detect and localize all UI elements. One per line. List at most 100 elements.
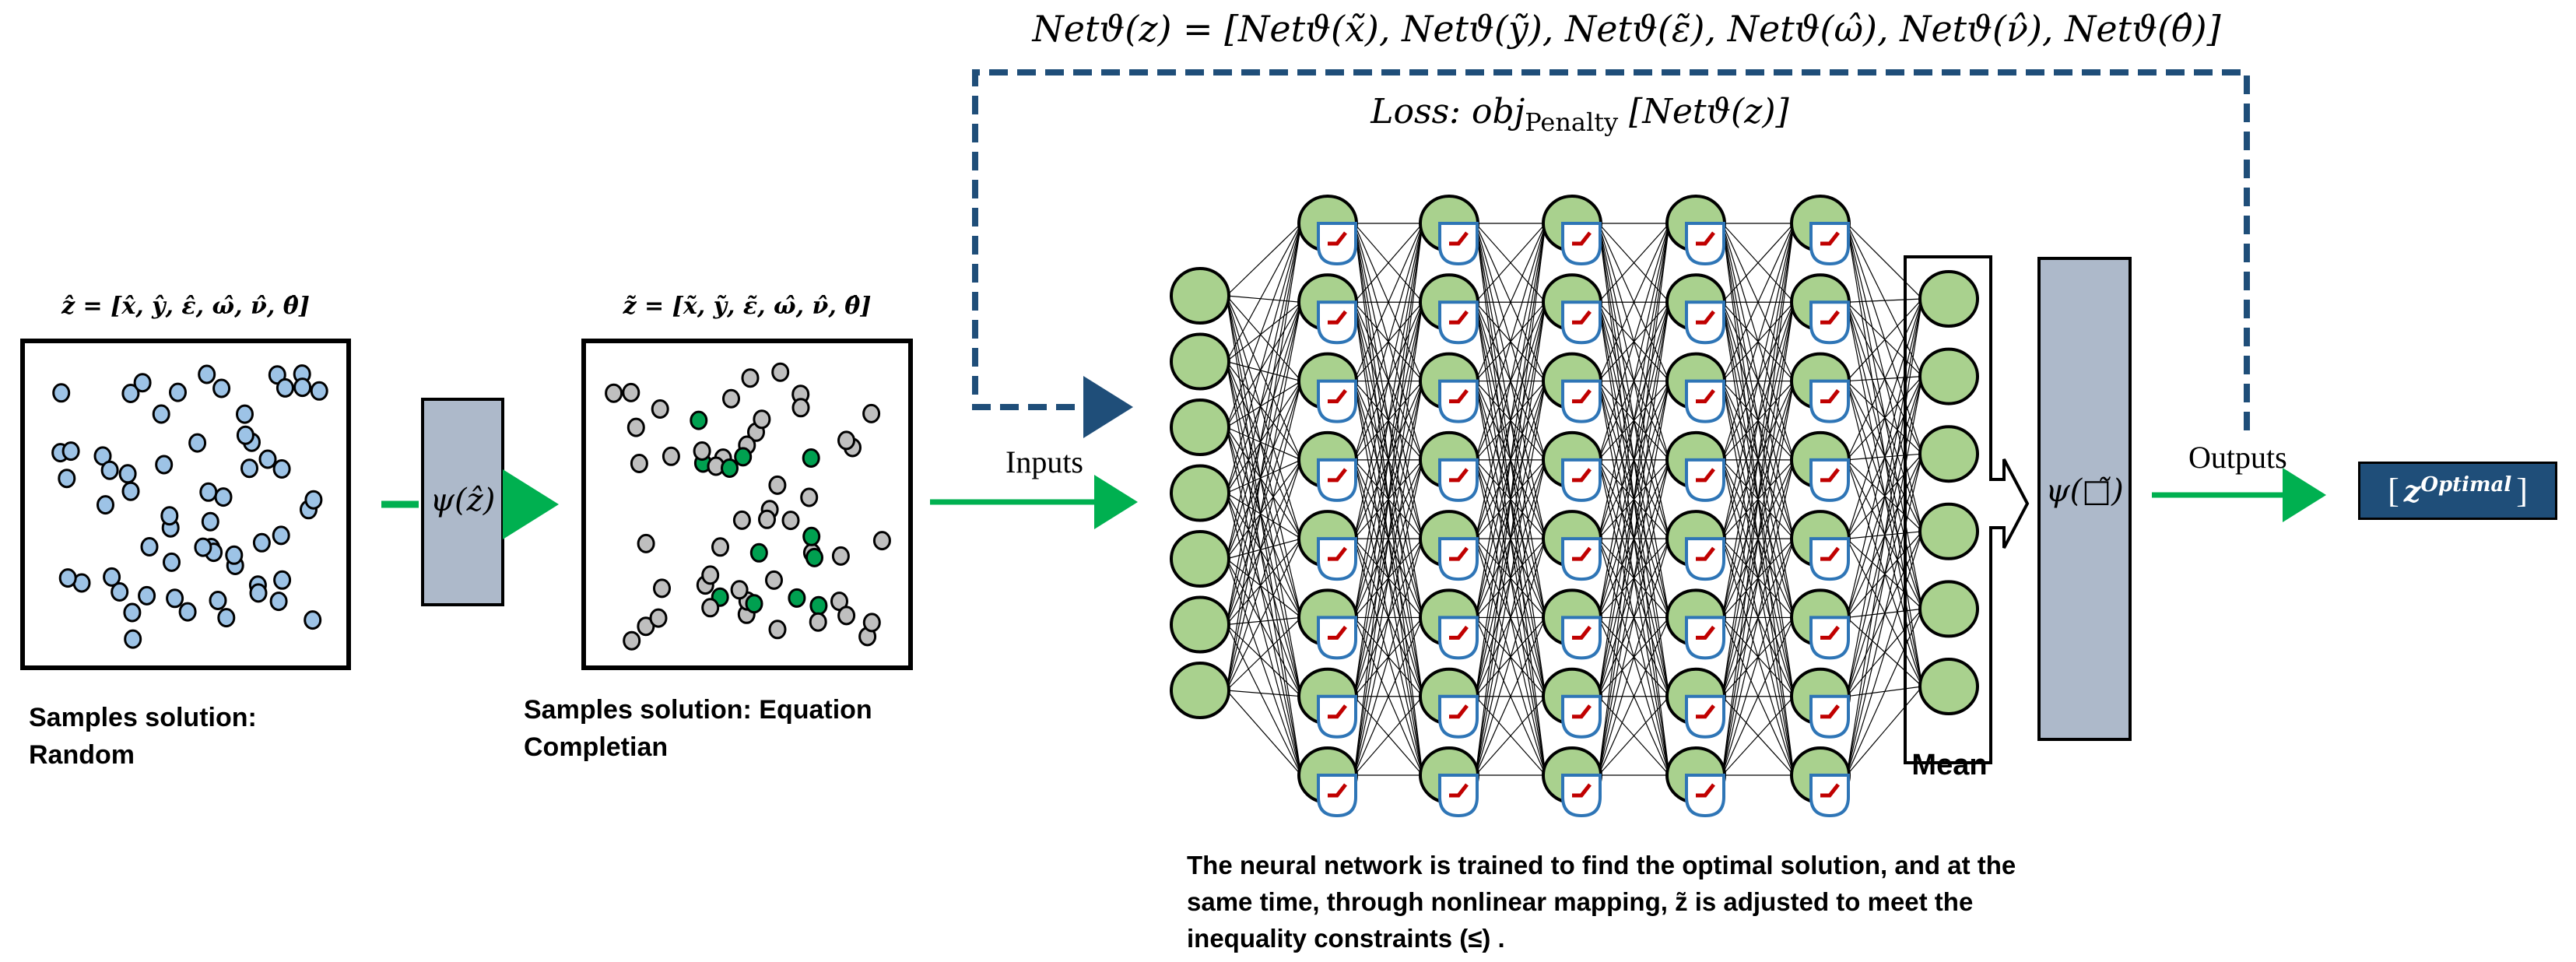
relu-curve: [1328, 310, 1347, 325]
connection-line: [1721, 302, 1795, 776]
hidden-neuron: [1297, 667, 1358, 739]
relu-curve: [1449, 389, 1469, 404]
connection-line: [1846, 454, 1923, 776]
feasible-sample-dot: [690, 410, 708, 430]
sample-dot: [163, 552, 181, 572]
connection-line: [1846, 609, 1923, 776]
outputs-label: Outputs: [2188, 440, 2287, 475]
relu-curve: [1820, 546, 1840, 561]
connection-line: [1846, 298, 1923, 697]
psi-tilde-label: ψ(□̃): [2045, 473, 2124, 509]
hidden-neuron: [1790, 352, 1851, 423]
connection-line: [1721, 223, 1795, 303]
sample-dot: [269, 592, 288, 612]
connection-line: [1226, 538, 1302, 625]
connection-line: [1598, 223, 1670, 303]
connection-line: [1226, 361, 1302, 697]
description-line1: The neural network is trained to find th…: [1187, 851, 2016, 879]
input-neuron: [1170, 530, 1230, 588]
sample-dot: [188, 433, 207, 453]
optimal-variable: zOptimal: [2404, 473, 2512, 509]
mean-bracket-arrow: [1904, 255, 2030, 764]
sample-dot: [152, 404, 170, 424]
completed-samples-dots: [605, 362, 891, 651]
network-output-formula: Netϑ(z) = [Netϑ(x̃), Netϑ(ỹ), Netϑ(ε̃),…: [1032, 8, 2221, 50]
hidden-neuron: [1297, 746, 1358, 818]
output-neuron: [1918, 347, 1979, 406]
sample-dot: [194, 537, 212, 557]
connection-line: [1226, 427, 1302, 776]
connection-line: [1226, 302, 1302, 560]
connection-line: [1353, 223, 1423, 618]
sample-dot: [111, 582, 129, 602]
loss-suffix: [Netϑ(z)]: [1618, 92, 1789, 132]
hidden-neuron: [1790, 195, 1851, 266]
sample-dot: [732, 510, 751, 530]
description-line3: inequality constraints (≤) .: [1187, 924, 1505, 953]
connection-line: [1475, 223, 1546, 461]
connection-line: [1598, 617, 1670, 776]
relu-curve: [1572, 231, 1592, 246]
connection-line: [1598, 223, 1670, 461]
connection-line: [1598, 381, 1670, 776]
connection-line: [1226, 558, 1302, 776]
sample-dot: [252, 532, 271, 553]
description-line2: same time, through nonlinear mapping, z̃…: [1187, 887, 1974, 916]
connection-line: [1226, 223, 1302, 691]
sample-dot: [140, 537, 159, 556]
feasible-sample-dot: [802, 526, 821, 546]
connection-line: [1226, 616, 1302, 691]
sample-dot: [169, 382, 187, 402]
input-neuron: [1170, 332, 1230, 391]
loss-formula: Loss: objPenalty [Netϑ(z)]: [0, 92, 2576, 137]
completed-caption-line2: Completian: [524, 732, 669, 762]
relu-curve: [1820, 704, 1840, 719]
connection-line: [1226, 493, 1302, 776]
sample-dot: [217, 608, 236, 628]
feasible-sample-dot: [721, 458, 739, 478]
sample-dot: [138, 585, 156, 606]
connection-line: [1721, 459, 1795, 776]
hidden-neuron: [1790, 667, 1851, 739]
random-samples-dots: [51, 364, 328, 649]
relu-curve: [1328, 625, 1347, 640]
hidden-neuron: [1542, 588, 1602, 660]
neuron-circle: [1170, 595, 1230, 654]
hidden-neuron: [1790, 510, 1851, 581]
hidden-neuron: [1419, 667, 1479, 739]
connection-line: [1846, 298, 1923, 776]
right-bracket: ]: [2516, 472, 2528, 510]
relu-curve: [1820, 389, 1840, 404]
connection-line: [1226, 223, 1302, 428]
hidden-neuron: [1542, 510, 1602, 581]
hidden-neuron: [1665, 588, 1726, 660]
output-neuron: [1918, 658, 1979, 715]
hidden-neuron: [1419, 588, 1479, 660]
connection-line: [1598, 223, 1670, 618]
connection-line: [1353, 459, 1423, 776]
connection-line: [1226, 427, 1302, 539]
connection-line: [1353, 381, 1423, 776]
connection-line: [1226, 223, 1302, 625]
hidden-neuron: [1297, 510, 1358, 581]
connection-line: [1226, 301, 1302, 428]
connection-line: [1846, 531, 1923, 776]
relu-curve: [1449, 704, 1469, 719]
connection-line: [1721, 617, 1795, 776]
connection-line: [1226, 223, 1302, 297]
input-neuron: [1170, 267, 1230, 325]
sample-dot: [649, 608, 668, 628]
relu-curve: [1328, 468, 1347, 483]
relu-curve: [1696, 468, 1715, 483]
hidden-neuron: [1665, 510, 1726, 581]
neuron-circle: [1170, 267, 1230, 325]
sample-dot: [304, 490, 323, 510]
connection-line: [1353, 302, 1423, 776]
connection-line: [1226, 295, 1302, 303]
output-neuron: [1918, 270, 1979, 328]
connection-line: [1721, 538, 1795, 776]
sample-dot: [310, 381, 328, 401]
connection-line: [1721, 696, 1795, 776]
sample-dot: [630, 454, 648, 473]
sample-dot: [58, 568, 77, 588]
